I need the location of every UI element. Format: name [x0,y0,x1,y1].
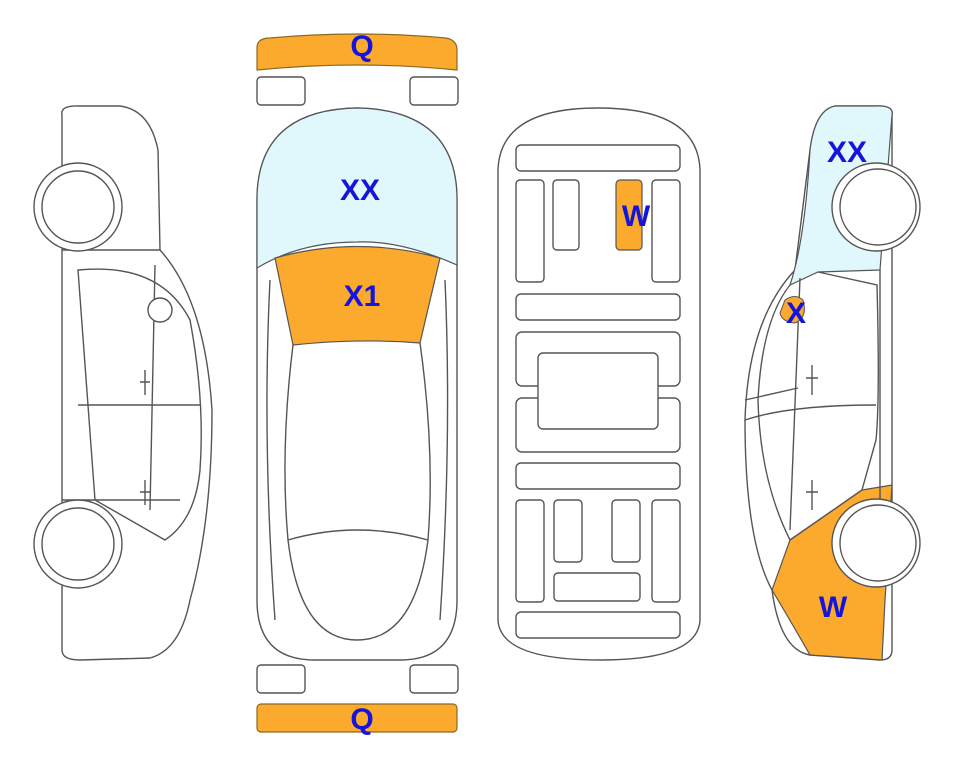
underbody-front-damage [615,179,643,251]
hood-label: X1 [344,280,381,313]
underbody-view: W [497,107,701,661]
front-bumper-damage [256,33,458,71]
front-bumper-label: Q [350,30,373,63]
right-rear-quarter-label: W [819,591,848,624]
windshield-label: XX [340,174,380,207]
right-front-quarter-label: XX [827,136,867,169]
rear-bumper-label: Q [350,703,373,736]
underbody-label: W [622,200,651,233]
right-side-view: XX X W [744,105,921,661]
hood-damage [274,245,441,346]
right-mirror-label: X [786,297,806,330]
top-view: Q XX X1 Q [256,30,459,736]
left-side-view [33,105,213,661]
windshield-damage [256,107,458,270]
rear-bumper-damage [256,703,458,733]
right-mirror-damage [779,296,805,324]
